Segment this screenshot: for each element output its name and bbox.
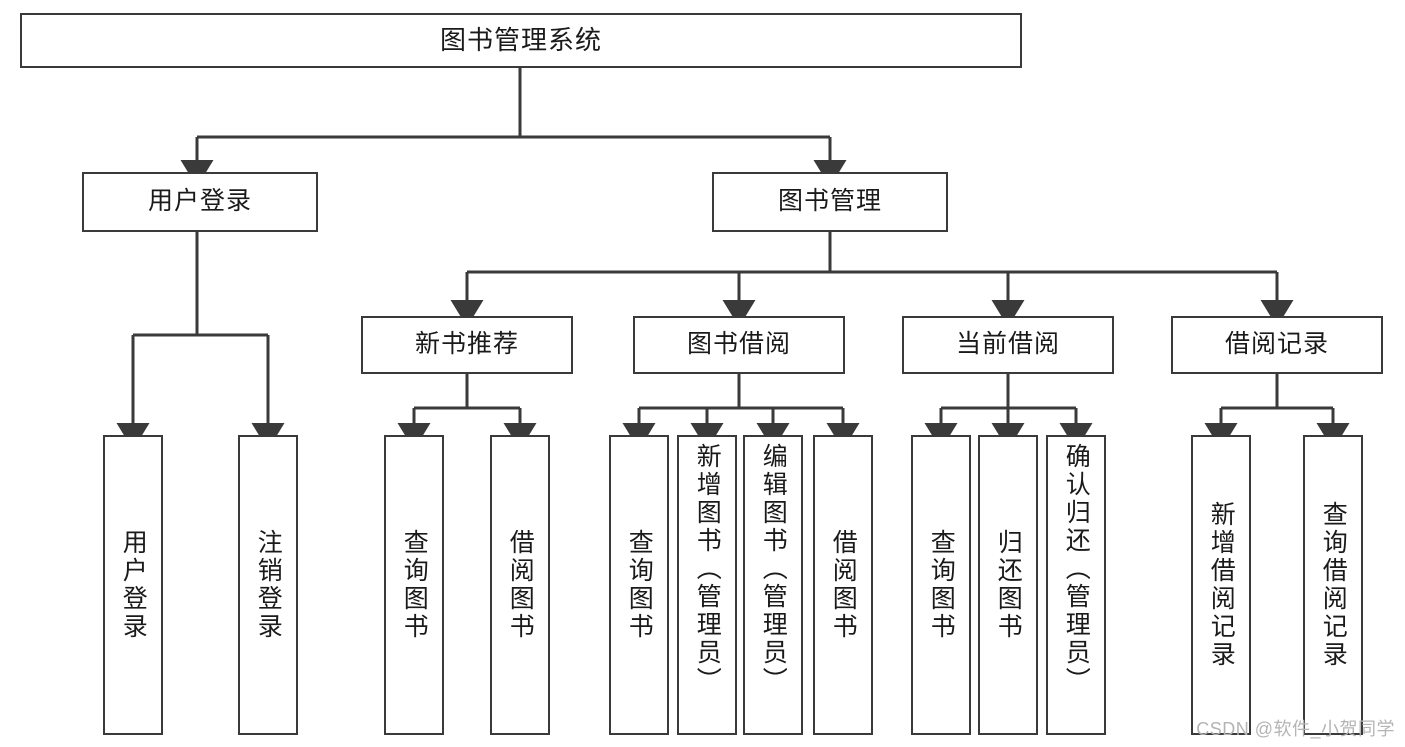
node-label: 借阅图书 (506, 529, 535, 641)
leaf-new-book-borrow[interactable]: 借阅图书 (490, 435, 550, 735)
leaf-current-borrow-return[interactable]: 归还图书 (978, 435, 1038, 735)
watermark: CSDN @软件_小贺同学 (1196, 719, 1395, 739)
leaf-current-borrow-confirm-return[interactable]: 确认归还（管理员） (1046, 435, 1106, 735)
leaf-book-borrow-edit[interactable]: 编辑图书（管理员） (743, 435, 803, 735)
leaf-new-book-query[interactable]: 查询图书 (384, 435, 444, 735)
leaf-user-login-logout[interactable]: 注销登录 (238, 435, 298, 735)
node-label: 图书借阅 (686, 330, 791, 359)
node-label: 归还图书 (994, 529, 1023, 641)
node-label: 确认归还（管理员） (1062, 443, 1091, 695)
node-current-borrow[interactable]: 当前借阅 (902, 316, 1114, 374)
node-root-system[interactable]: 图书管理系统 (20, 13, 1022, 68)
node-label: 图书管理 (777, 187, 882, 216)
node-new-book-recommend[interactable]: 新书推荐 (361, 316, 573, 374)
node-label: 新增图书（管理员） (693, 443, 722, 695)
node-label: 用户登录 (119, 529, 148, 641)
leaf-book-borrow-borrow[interactable]: 借阅图书 (813, 435, 873, 735)
node-label: 新书推荐 (414, 330, 519, 359)
leaf-borrow-record-query[interactable]: 查询借阅记录 (1303, 435, 1363, 735)
node-label: 借阅图书 (829, 529, 858, 641)
node-borrow-record[interactable]: 借阅记录 (1171, 316, 1383, 374)
node-book-borrow[interactable]: 图书借阅 (633, 316, 845, 374)
node-label: 图书管理系统 (439, 25, 602, 56)
node-book-management[interactable]: 图书管理 (712, 172, 948, 232)
node-label: 查询图书 (927, 529, 956, 641)
node-label: 用户登录 (147, 187, 252, 216)
node-label: 当前借阅 (955, 330, 1060, 359)
node-label: 新增借阅记录 (1207, 501, 1236, 669)
node-label: 查询借阅记录 (1319, 501, 1348, 669)
node-label: 借阅记录 (1224, 330, 1329, 359)
node-label: 查询图书 (625, 529, 654, 641)
node-label: 编辑图书（管理员） (759, 443, 788, 695)
leaf-user-login-login[interactable]: 用户登录 (103, 435, 163, 735)
node-label: 查询图书 (400, 529, 429, 641)
node-label: 注销登录 (254, 529, 283, 641)
leaf-borrow-record-add[interactable]: 新增借阅记录 (1191, 435, 1251, 735)
leaf-book-borrow-query[interactable]: 查询图书 (609, 435, 669, 735)
node-user-login[interactable]: 用户登录 (82, 172, 318, 232)
leaf-book-borrow-add[interactable]: 新增图书（管理员） (677, 435, 737, 735)
leaf-current-borrow-query[interactable]: 查询图书 (911, 435, 971, 735)
